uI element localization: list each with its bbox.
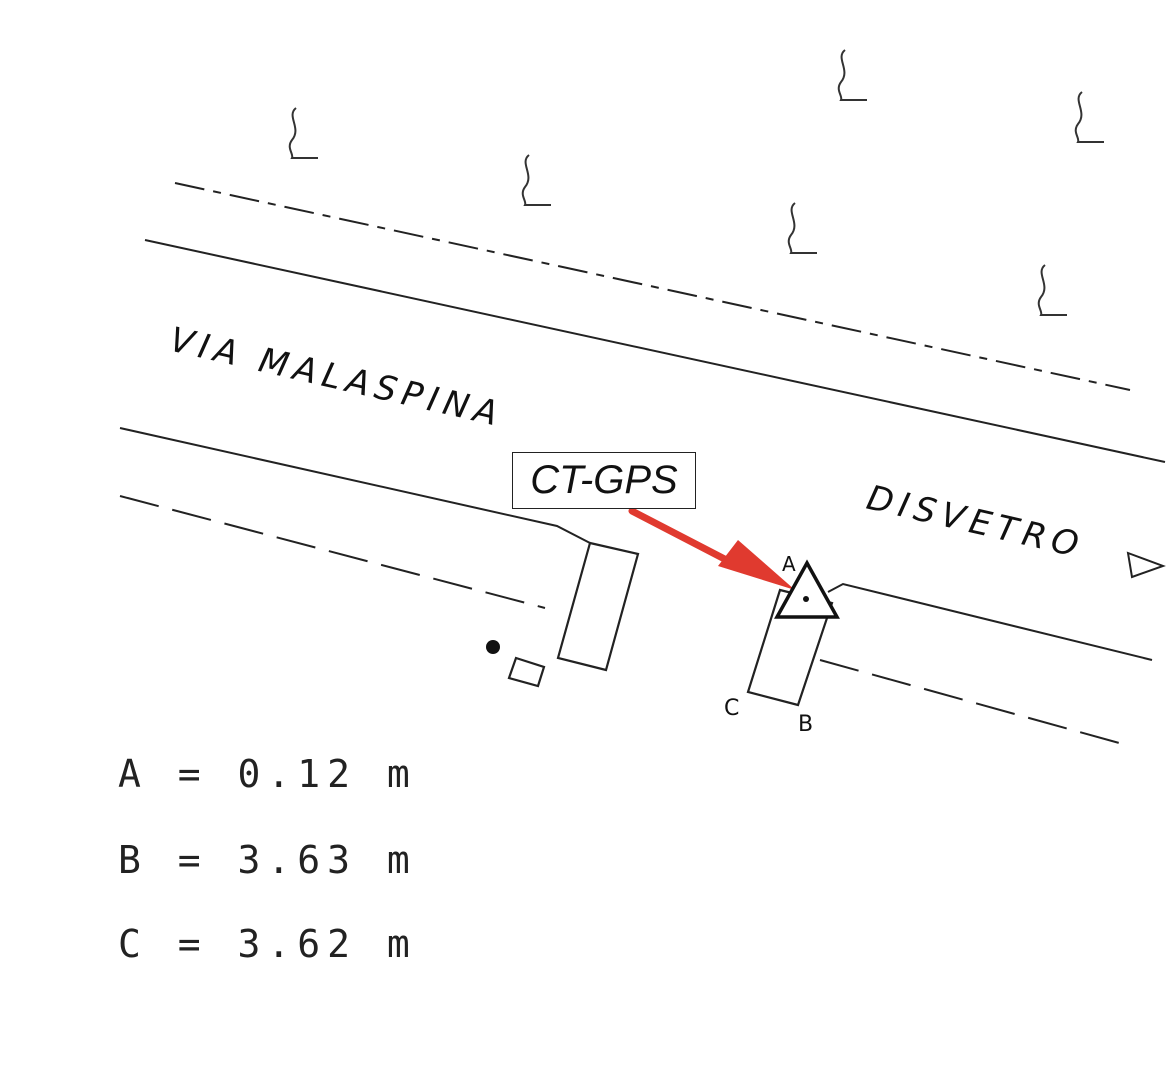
direction-triangle-icon — [1126, 551, 1166, 579]
measurement-b: B = 3.63 m — [118, 838, 417, 882]
road-edge-south-west — [119, 427, 591, 544]
tree-symbol-icon — [787, 202, 817, 254]
road-edge-dashed-south-west — [119, 495, 546, 609]
point-dot-icon — [486, 640, 500, 654]
road-lines — [119, 182, 1166, 747]
tree-symbol-icon — [1037, 264, 1067, 316]
small-box — [507, 656, 546, 688]
road-edge-north — [144, 239, 1166, 463]
gps-label-box: CT-GPS — [512, 452, 696, 509]
triangle-center-dot — [803, 596, 809, 602]
tree-symbol-icon — [288, 107, 318, 159]
tree-symbol-icon — [521, 154, 551, 206]
corner-label-a: A — [782, 552, 796, 576]
corner-label-c: C — [724, 696, 739, 721]
street-label-disvetro: DISVETRO — [863, 478, 1088, 567]
road-edge-dashed-north — [174, 182, 1131, 391]
structure-left — [556, 541, 640, 672]
gps-arrow — [628, 507, 795, 590]
vegetation-symbols — [288, 49, 1104, 316]
measurement-a: A = 0.12 m — [118, 752, 417, 796]
corner-label-b: B — [798, 712, 813, 737]
measurement-c: C = 3.62 m — [118, 922, 417, 966]
triangle-marker-icon — [774, 559, 840, 619]
road-edge-dashed-south-east — [819, 659, 1131, 747]
tree-symbol-icon — [1074, 91, 1104, 143]
road-edge-south-east — [827, 582, 1153, 661]
tree-symbol-icon — [837, 49, 867, 101]
street-label-via-malaspina: VIA MALASPINA — [166, 320, 507, 436]
